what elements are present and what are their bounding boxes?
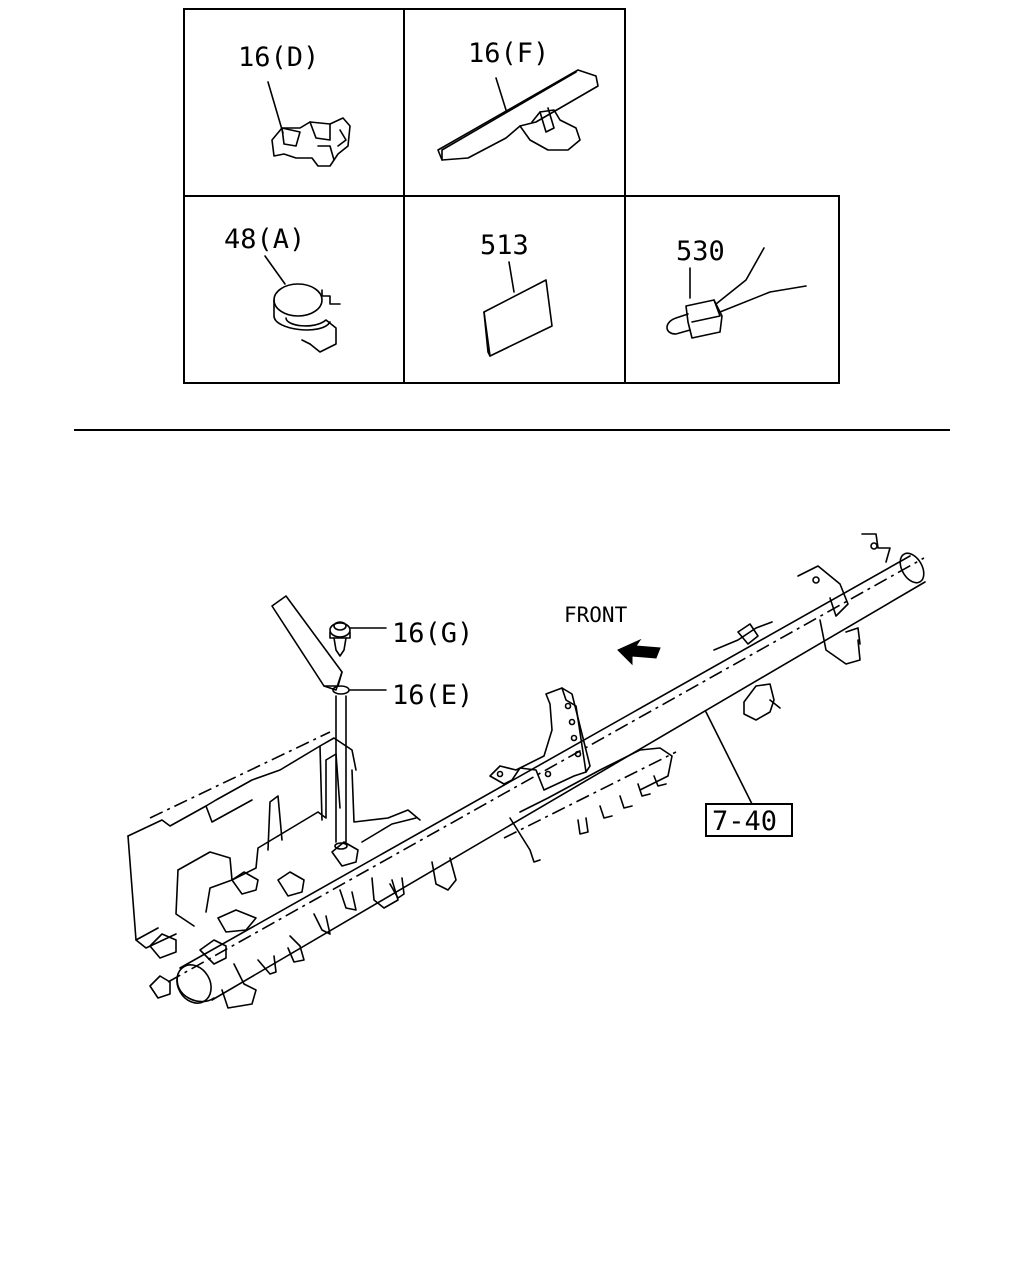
part-cell-513: 513 [480, 230, 553, 357]
callout-16e: 16(E) [392, 680, 473, 711]
part-label-16f: 16(F) [468, 38, 549, 69]
ref-box-label: 7-40 [712, 806, 777, 837]
tie-530-illustration [666, 247, 807, 339]
part-label-16d: 16(D) [238, 42, 319, 73]
clip-16g-illustration [329, 621, 351, 657]
callout-16g: 16(G) [392, 618, 473, 649]
cross-beam-assembly [127, 533, 926, 1009]
part-cell-48a: 48(A) [224, 224, 341, 353]
parts-table [183, 8, 840, 384]
part-cell-530: 530 [666, 236, 807, 339]
clip-16d-illustration [271, 117, 351, 167]
part-cell-16f: 16(F) [437, 38, 599, 161]
part-label-48a: 48(A) [224, 224, 305, 255]
pad-513-illustration [483, 279, 553, 357]
front-label: FRONT [564, 603, 628, 627]
ref-box-7-40: 7-40 [705, 803, 793, 837]
clip-48a-illustration [273, 283, 341, 353]
part-label-530: 530 [676, 236, 725, 267]
front-arrow-icon [617, 638, 661, 666]
part-cell-16d: 16(D) [238, 42, 351, 167]
clip-16f-illustration [437, 69, 599, 161]
part-label-513: 513 [480, 230, 529, 261]
